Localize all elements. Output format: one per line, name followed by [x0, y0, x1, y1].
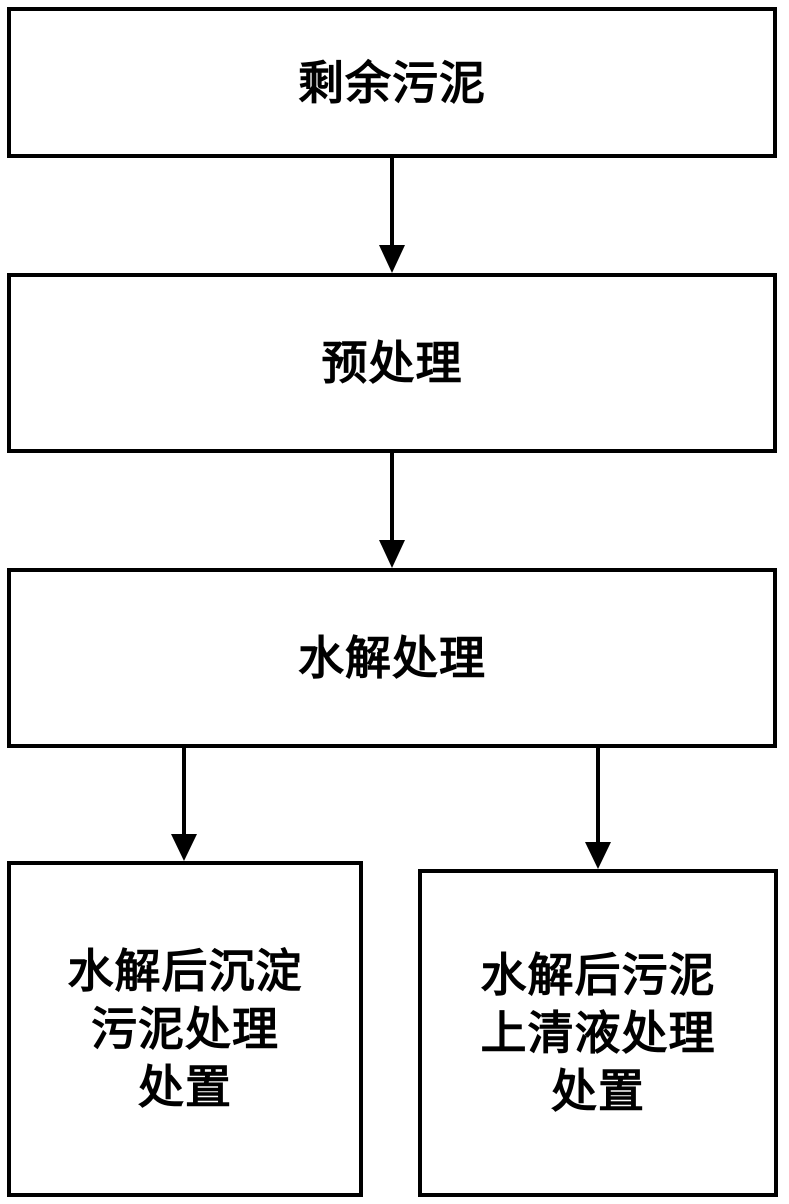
- arrow-excess-sludge-to-pretreatment: [379, 158, 405, 273]
- node-pretreatment: 预处理: [7, 273, 777, 453]
- arrow-pretreatment-to-hydrolysis: [379, 453, 405, 568]
- node-sediment-disposal-line-3: 处置: [138, 1060, 232, 1114]
- arrow-hydrolysis-to-sediment-disposal: [171, 748, 197, 861]
- node-pretreatment-label: 预处理: [321, 336, 463, 390]
- node-hydrolysis-label: 水解处理: [298, 631, 486, 685]
- node-excess-sludge-label: 剩余污泥: [298, 55, 486, 110]
- node-excess-sludge: 剩余污泥: [7, 7, 777, 158]
- node-supernatant-disposal: 水解后污泥 上清液处理 处置: [418, 869, 778, 1197]
- arrow-hydrolysis-to-supernatant-disposal: [585, 748, 611, 869]
- node-supernatant-disposal-line-3: 处置: [551, 1064, 645, 1118]
- node-sediment-disposal-line-2: 污泥处理: [91, 1002, 279, 1056]
- node-sediment-disposal: 水解后沉淀 污泥处理 处置: [7, 861, 363, 1197]
- node-supernatant-disposal-line-1: 水解后污泥: [480, 948, 716, 1002]
- node-hydrolysis: 水解处理: [7, 568, 777, 748]
- node-supernatant-disposal-line-2: 上清液处理: [480, 1006, 716, 1060]
- node-sediment-disposal-line-1: 水解后沉淀: [67, 944, 303, 998]
